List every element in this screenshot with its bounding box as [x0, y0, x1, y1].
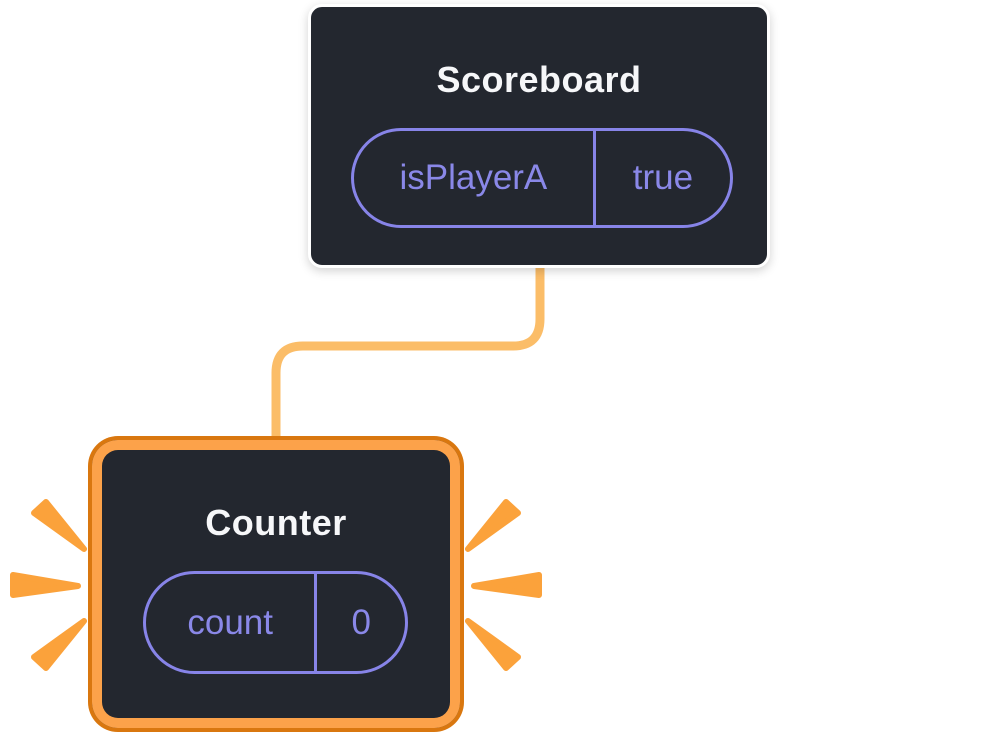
component-title: Counter [205, 502, 347, 543]
spark-icon [471, 572, 542, 598]
spark-icon [31, 618, 87, 671]
state-key: count [146, 574, 318, 671]
parent-child-connector-line [271, 262, 545, 451]
spark-icon [465, 618, 521, 671]
state-pill: isPlayerA true [351, 128, 733, 228]
spark-icon [465, 499, 521, 552]
state-key: isPlayerA [354, 131, 596, 225]
state-value: 0 [351, 602, 371, 642]
highlight-sparks-right [465, 499, 542, 671]
state-value: true [632, 158, 694, 197]
component-title: Scoreboard [436, 59, 642, 100]
component-box-counter: Counter count 0 [92, 440, 460, 728]
component-box-scoreboard: Scoreboard isPlayerA true [308, 4, 770, 268]
spark-icon [10, 572, 81, 598]
spark-icon [31, 499, 87, 552]
state-pill: count 0 [143, 571, 408, 674]
highlight-sparks-left [10, 499, 87, 671]
